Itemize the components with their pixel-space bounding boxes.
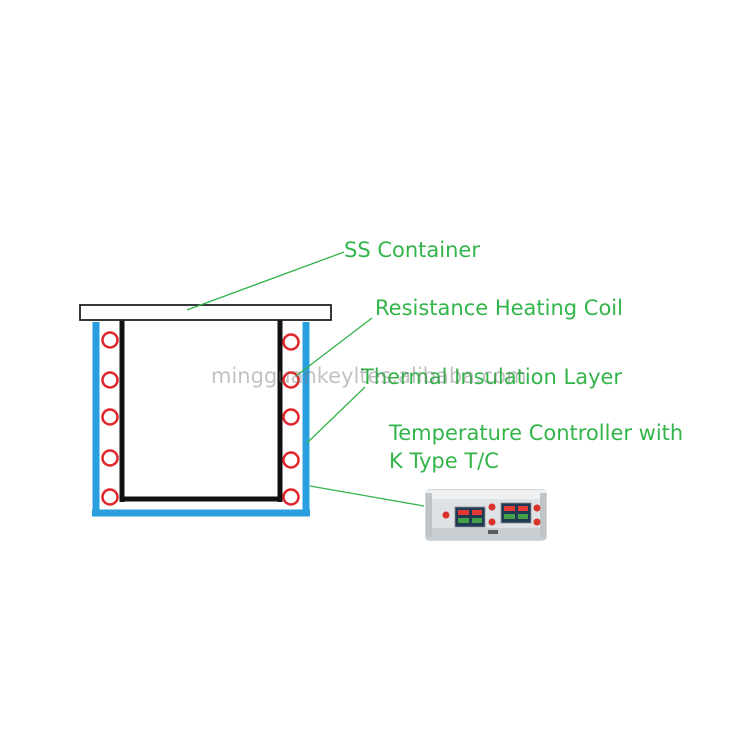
leader-heating-coil [295,317,373,377]
leader-lines [186,251,425,507]
ss-container-lid [79,304,332,321]
leader-controller [309,485,425,507]
label-ss-container: SS Container [344,238,480,262]
label-heating-coil: Resistance Heating Coil [375,296,623,320]
heating-coil-left [101,331,119,506]
leader-insulation [306,386,366,444]
temperature-controller [425,489,547,541]
controller-indicator-lamps [442,503,541,526]
thermal-insulation-layer [92,322,310,517]
label-controller-line1: Temperature Controller with [389,421,684,445]
ss-container-body [119,316,283,502]
label-controller-line2: K Type T/C [389,449,499,473]
label-insulation: Thermal Insulation Layer [361,365,623,389]
leader-ss-container [186,251,345,311]
heating-coil-right [282,333,300,506]
